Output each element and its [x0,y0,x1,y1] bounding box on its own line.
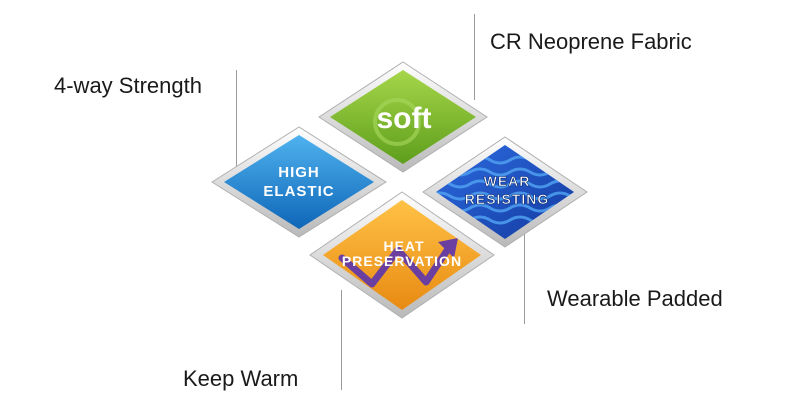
heat-arrow-icon [338,238,458,288]
tile-high-elastic: HIGH ELASTIC [211,126,387,238]
tile-elastic-line1: HIGH [278,164,320,181]
tile-wear-line1: WEAR [484,173,531,189]
leader-warm [341,290,342,390]
leader-strength [236,70,237,166]
tile-wear-line2: RESISTING [465,191,549,207]
leader-fabric [474,14,475,100]
tile-wear-resisting: WEAR RESISTING [422,136,588,248]
tile-soft: soft [318,61,488,173]
tile-heat-line2: PRESERVATION [342,253,462,269]
callout-fabric: CR Neoprene Fabric [490,29,692,54]
tile-heat-preservation: HEAT PRESERVATION [309,191,495,319]
tile-soft-label: soft [377,102,432,135]
callout-strength: 4-way Strength [54,73,202,98]
tile-heat-line1: HEAT [383,238,424,254]
callout-warm: Keep Warm [183,366,299,391]
tile-elastic-line2: ELASTIC [263,183,334,200]
leader-padded [524,228,525,324]
callout-padded: Wearable Padded [547,286,723,311]
